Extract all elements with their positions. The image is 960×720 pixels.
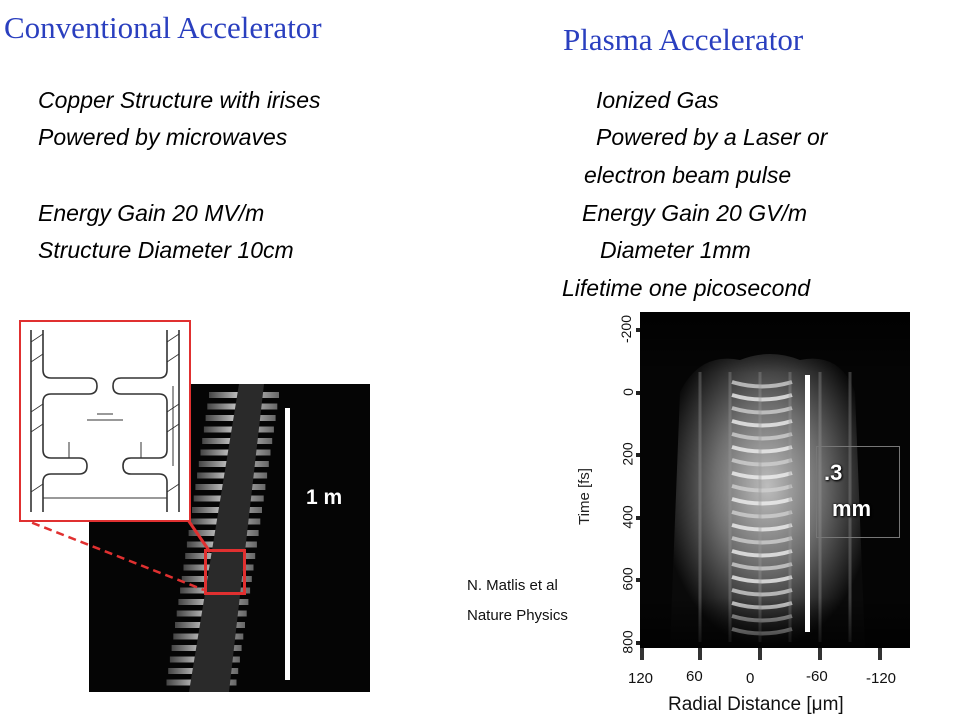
citation-line-2: Nature Physics [467,607,568,624]
plot-y-tick-label: 400 [619,504,636,529]
plot-y-tick-label: 200 [619,442,636,466]
conventional-title: Conventional Accelerator [4,10,322,45]
conventional-line-3: Energy Gain 20 MV/m [38,200,265,226]
plot-y-tick-mark [636,390,642,395]
plot-x-tick-label: -120 [866,670,897,687]
plot-x-tick-label: 0 [746,670,755,687]
plot-x-tick-label: 60 [686,668,703,685]
plot-x-tick-label: -60 [806,668,828,685]
plot-y-tick-label: 800 [619,629,636,654]
plasma-line-4: Energy Gain 20 GV/m [582,200,807,226]
plasma-line-2: Powered by a Laser or [596,124,828,150]
conventional-line-1: Copper Structure with irises [38,87,321,113]
plasma-wake-image [640,312,910,648]
plot-y-tick-mark [636,453,642,457]
conventional-line-4: Structure Diameter 10cm [38,237,294,263]
copper-structure-image [166,384,279,692]
iris-cross-section-diagram [19,320,191,522]
plot-x-tick-label: 120 [628,670,654,687]
plot-y-tick-label: 0 [619,387,636,396]
conventional-line-2: Powered by microwaves [38,124,288,150]
plasma-line-5: Diameter 1mm [600,237,751,263]
plot-x-axis-label: Radial Distance [μm] [668,694,844,715]
plot-y-tick-label: -200 [618,314,635,344]
plot-y-axis-label: Time [fs] [575,468,593,525]
scale-bar-1m [285,408,290,680]
accelerator-structure-photo [89,384,370,692]
citation-line-1: N. Matlis et al [467,577,558,594]
scale-bar-03mm [805,375,810,632]
plot-y-tick-mark [636,328,642,332]
scale-label-box [816,446,900,538]
highlight-box [204,549,246,595]
plot-y-tick-mark [636,515,642,520]
plasma-line-6: Lifetime one picosecond [562,275,811,301]
plasma-title: Plasma Accelerator [563,22,804,57]
scale-label-value: .3 [824,460,843,485]
plot-y-tick-mark [636,640,642,645]
plot-y-tick-mark [636,578,642,582]
plasma-line-1: Ionized Gas [596,87,719,113]
scale-label-unit: mm [832,496,872,521]
scale-label-1m: 1 m [306,486,343,509]
plot-y-tick-label: 600 [619,567,636,591]
plasma-line-3: electron beam pulse [584,162,792,188]
